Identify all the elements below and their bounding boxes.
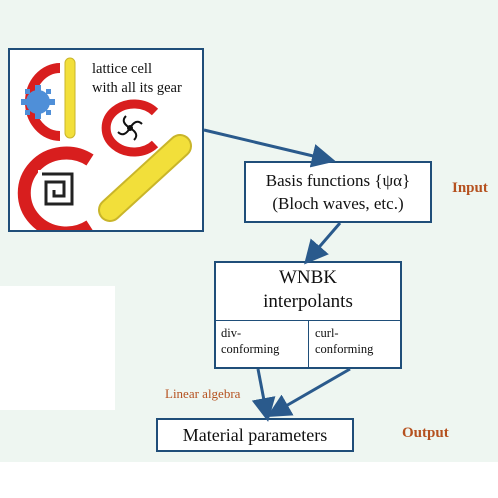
split-ring-spiral-icon [101, 99, 159, 157]
div-line2: conforming [221, 342, 280, 356]
output-label: Output [402, 425, 449, 441]
arrow-div-to-material [251, 368, 276, 422]
lattice-cell-label: lattice cell with all its gear [92, 60, 182, 98]
basis-functions-box: Basis functions {ψα} (Bloch waves, etc.) [244, 161, 432, 223]
basis-line1: Basis functions {ψα} [265, 171, 411, 190]
curl-line2: conforming [315, 342, 374, 356]
curl-line1: curl- [315, 326, 339, 340]
split-ring-gear-icon [21, 63, 61, 141]
lattice-gear-icon [17, 57, 192, 230]
arrow-basis-to-wnbk [304, 222, 342, 265]
material-parameters-box: Material parameters [156, 418, 354, 452]
div-conforming-cell: div- conforming [221, 325, 279, 357]
linear-algebra-label: Linear algebra [165, 386, 241, 401]
split-ring-square-spiral-icon [17, 146, 94, 230]
background-patch [0, 286, 115, 410]
wnbk-title-line1: WNBK [278, 267, 338, 288]
wnbk-title-line2: interpolants [263, 291, 353, 312]
wnbk-interpolants-box: WNBK interpolants div- conforming curl- … [214, 261, 402, 369]
lattice-label-line1: lattice cell [92, 61, 152, 77]
material-parameters-label: Material parameters [182, 425, 328, 445]
wnbk-title: WNBK interpolants [216, 263, 400, 314]
arrow-lattice-to-basis [203, 128, 336, 168]
wnbk-mid-divider [308, 320, 309, 367]
arrow-curl-to-material [266, 367, 351, 417]
curl-conforming-cell: curl- conforming [315, 325, 373, 357]
div-line1: div- [221, 326, 242, 340]
basis-line2: (Bloch waves, etc.) [272, 194, 404, 213]
yellow-rod-icon [98, 134, 192, 222]
lattice-cell-box: lattice cell with all its gear [8, 48, 204, 232]
yellow-rod-icon [64, 57, 76, 139]
lattice-label-line2: with all its gear [92, 80, 182, 96]
input-label: Input [452, 180, 488, 196]
